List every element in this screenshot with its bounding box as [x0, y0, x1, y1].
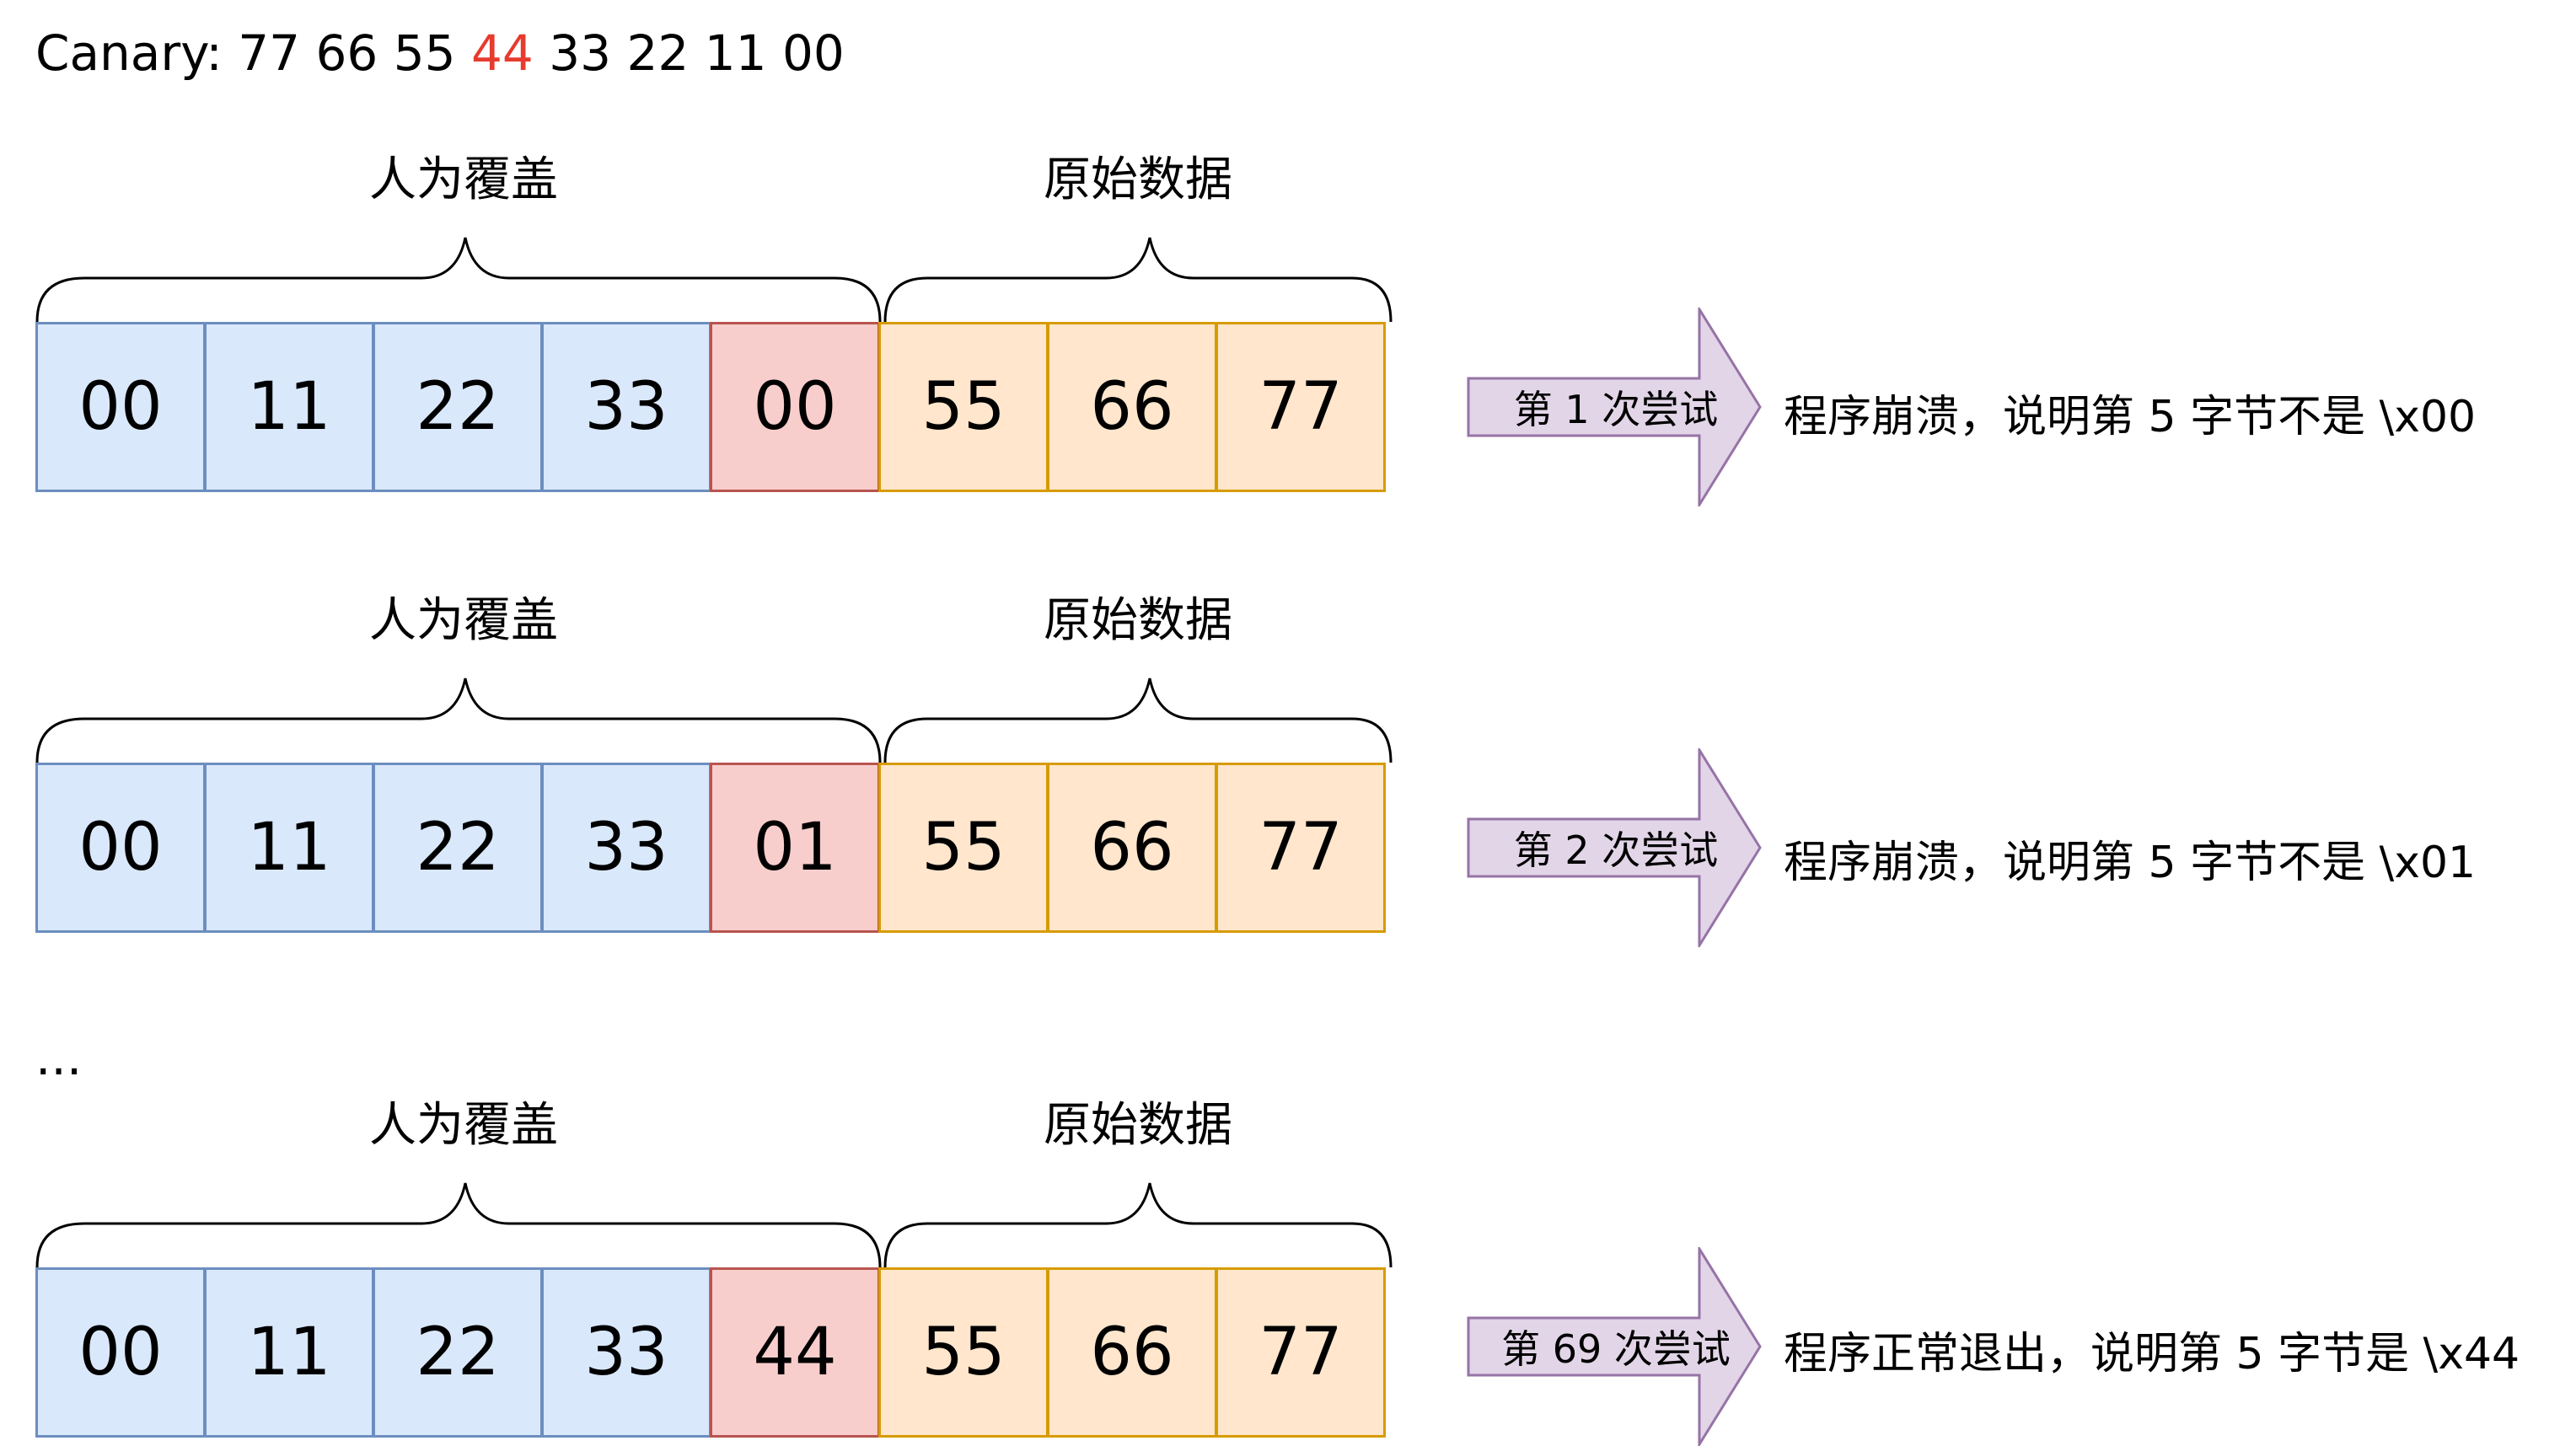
original-label: 原始数据	[1044, 153, 1232, 207]
overwrite-brace	[35, 1182, 882, 1268]
byte-cell: 55	[878, 322, 1049, 492]
byte-cell: 77	[1216, 322, 1386, 492]
attempt-row-69: 人为覆盖 原始数据 00 11 22 33 44 55 66 77 第 69 次…	[0, 1080, 2576, 1446]
original-brace	[883, 1182, 1393, 1268]
overwrite-brace	[35, 237, 882, 323]
byte-cell: 77	[1216, 1267, 1386, 1438]
original-brace	[883, 237, 1393, 323]
byte-cell: 55	[878, 1267, 1049, 1438]
canary-title-prefix: Canary: 77 66 55	[35, 24, 471, 82]
attempt-arrow	[1467, 308, 1762, 506]
attempt-arrow	[1467, 748, 1762, 947]
byte-cell: 33	[541, 763, 711, 933]
byte-cell: 22	[373, 1267, 543, 1438]
byte-cell: 11	[204, 763, 374, 933]
byte-cell: 33	[541, 1267, 711, 1438]
byte-cell: 33	[541, 322, 711, 492]
byte-cell: 00	[35, 763, 206, 933]
byte-cell: 55	[878, 763, 1049, 933]
byte-cell: 66	[1047, 322, 1217, 492]
byte-cell: 00	[35, 322, 206, 492]
attempt-label: 第 69 次尝试	[1501, 1326, 1731, 1372]
byte-strip: 00 11 22 33 44 55 66 77	[35, 1267, 1386, 1438]
overwrite-label: 人为覆盖	[369, 153, 558, 207]
original-brace	[883, 677, 1393, 763]
result-text: 程序崩溃，说明第 5 字节不是 \x00	[1784, 392, 2477, 442]
ellipsis: ...	[35, 1029, 83, 1086]
attempt-row-2: 人为覆盖 原始数据 00 11 22 33 01 55 66 77 第 2 次尝…	[0, 576, 2576, 947]
guess-byte-cell: 01	[710, 763, 880, 933]
overwrite-label: 人为覆盖	[369, 593, 558, 648]
byte-cell: 11	[204, 322, 374, 492]
canary-highlight-byte: 44	[471, 24, 534, 82]
overwrite-brace	[35, 677, 882, 763]
byte-cell: 77	[1216, 763, 1386, 933]
byte-cell: 00	[35, 1267, 206, 1438]
attempt-arrow	[1467, 1247, 1762, 1446]
canary-title-suffix: 33 22 11 00	[533, 24, 845, 82]
byte-cell: 66	[1047, 1267, 1217, 1438]
canary-title: Canary: 77 66 55 44 33 22 11 00	[35, 24, 845, 83]
result-text: 程序崩溃，说明第 5 字节不是 \x01	[1784, 838, 2477, 888]
guess-byte-cell: 44	[710, 1267, 880, 1438]
guess-byte-cell: 00	[710, 322, 880, 492]
byte-cell: 11	[204, 1267, 374, 1438]
attempt-row-1: 人为覆盖 原始数据 00 11 22 33 00 55 66 77 第 1 次尝…	[0, 135, 2576, 506]
result-text: 程序正常退出，说明第 5 字节是 \x44	[1784, 1329, 2520, 1379]
byte-cell: 22	[373, 763, 543, 933]
byte-strip: 00 11 22 33 01 55 66 77	[35, 763, 1386, 933]
byte-cell: 66	[1047, 763, 1217, 933]
byte-strip: 00 11 22 33 00 55 66 77	[35, 322, 1386, 492]
overwrite-label: 人为覆盖	[369, 1098, 558, 1153]
original-label: 原始数据	[1044, 1098, 1232, 1153]
attempt-label: 第 1 次尝试	[1513, 387, 1719, 432]
original-label: 原始数据	[1044, 593, 1232, 648]
attempt-label: 第 2 次尝试	[1513, 827, 1719, 873]
byte-cell: 22	[373, 322, 543, 492]
